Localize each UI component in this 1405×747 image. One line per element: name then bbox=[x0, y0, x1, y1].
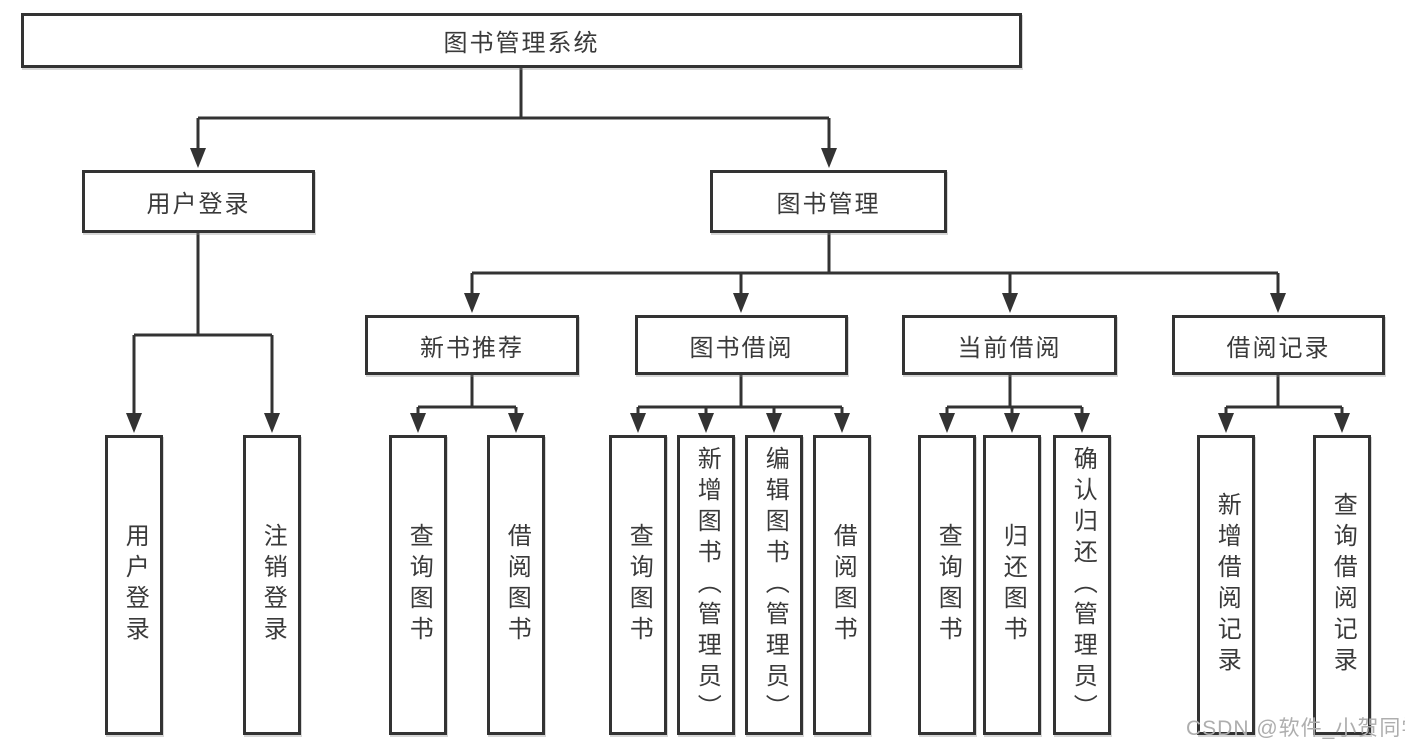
csdn-watermark: CSDN @软件_小贺同学 bbox=[1186, 717, 1405, 740]
leaf-label: 注销登录 bbox=[259, 523, 287, 647]
leaf-label: 用户登录 bbox=[121, 523, 149, 647]
leaf-label: 编辑图书（管理员） bbox=[761, 445, 789, 725]
leaf-return-books: 归还图书 bbox=[983, 435, 1041, 735]
node-label: 新书推荐 bbox=[420, 334, 524, 362]
leaf-user-login: 用户登录 bbox=[105, 435, 163, 735]
leaf-label: 新增借阅记录 bbox=[1213, 492, 1241, 678]
leaf-label: 查询图书 bbox=[934, 523, 962, 647]
leaf-label: 确认归还（管理员） bbox=[1069, 445, 1097, 725]
leaf-label: 查询图书 bbox=[625, 523, 653, 647]
node-book-borrowing: 图书借阅 bbox=[635, 315, 848, 375]
leaf-add-borrow-record: 新增借阅记录 bbox=[1197, 435, 1255, 735]
node-new-book-recommendation: 新书推荐 bbox=[365, 315, 579, 375]
leaf-query-books-recommendation: 查询图书 bbox=[389, 435, 447, 735]
node-label: 用户登录 bbox=[146, 191, 251, 218]
leaf-label: 归还图书 bbox=[999, 523, 1027, 647]
node-label: 图书管理 bbox=[776, 191, 881, 218]
node-label: 借阅记录 bbox=[1226, 334, 1331, 362]
leaf-label: 查询借阅记录 bbox=[1329, 492, 1357, 678]
node-user-login: 用户登录 bbox=[82, 170, 315, 233]
leaf-edit-books-admin: 编辑图书（管理员） bbox=[745, 435, 803, 735]
leaf-label: 查询图书 bbox=[405, 523, 433, 647]
leaf-logout: 注销登录 bbox=[243, 435, 301, 735]
node-current-borrowing: 当前借阅 bbox=[902, 315, 1117, 375]
leaf-add-books-admin: 新增图书（管理员） bbox=[677, 435, 735, 735]
node-label: 图书管理系统 bbox=[443, 30, 600, 57]
leaf-query-books-current: 查询图书 bbox=[918, 435, 976, 735]
node-label: 当前借阅 bbox=[957, 334, 1062, 362]
arrowhead-icons bbox=[126, 148, 1350, 433]
leaf-label: 借阅图书 bbox=[503, 523, 531, 647]
leaf-label: 新增图书（管理员） bbox=[693, 445, 721, 725]
leaf-label: 借阅图书 bbox=[829, 523, 857, 647]
leaf-query-borrow-record: 查询借阅记录 bbox=[1313, 435, 1371, 735]
leaf-borrow-books: 借阅图书 bbox=[813, 435, 871, 735]
node-book-management: 图书管理 bbox=[710, 170, 947, 233]
leaf-query-books-borrowing: 查询图书 bbox=[609, 435, 667, 735]
leaf-borrow-books-recommendation: 借阅图书 bbox=[487, 435, 545, 735]
node-borrowing-records: 借阅记录 bbox=[1172, 315, 1385, 375]
leaf-confirm-return-admin: 确认归还（管理员） bbox=[1053, 435, 1111, 735]
node-label: 图书借阅 bbox=[689, 334, 794, 362]
node-book-management-system: 图书管理系统 bbox=[21, 13, 1022, 68]
